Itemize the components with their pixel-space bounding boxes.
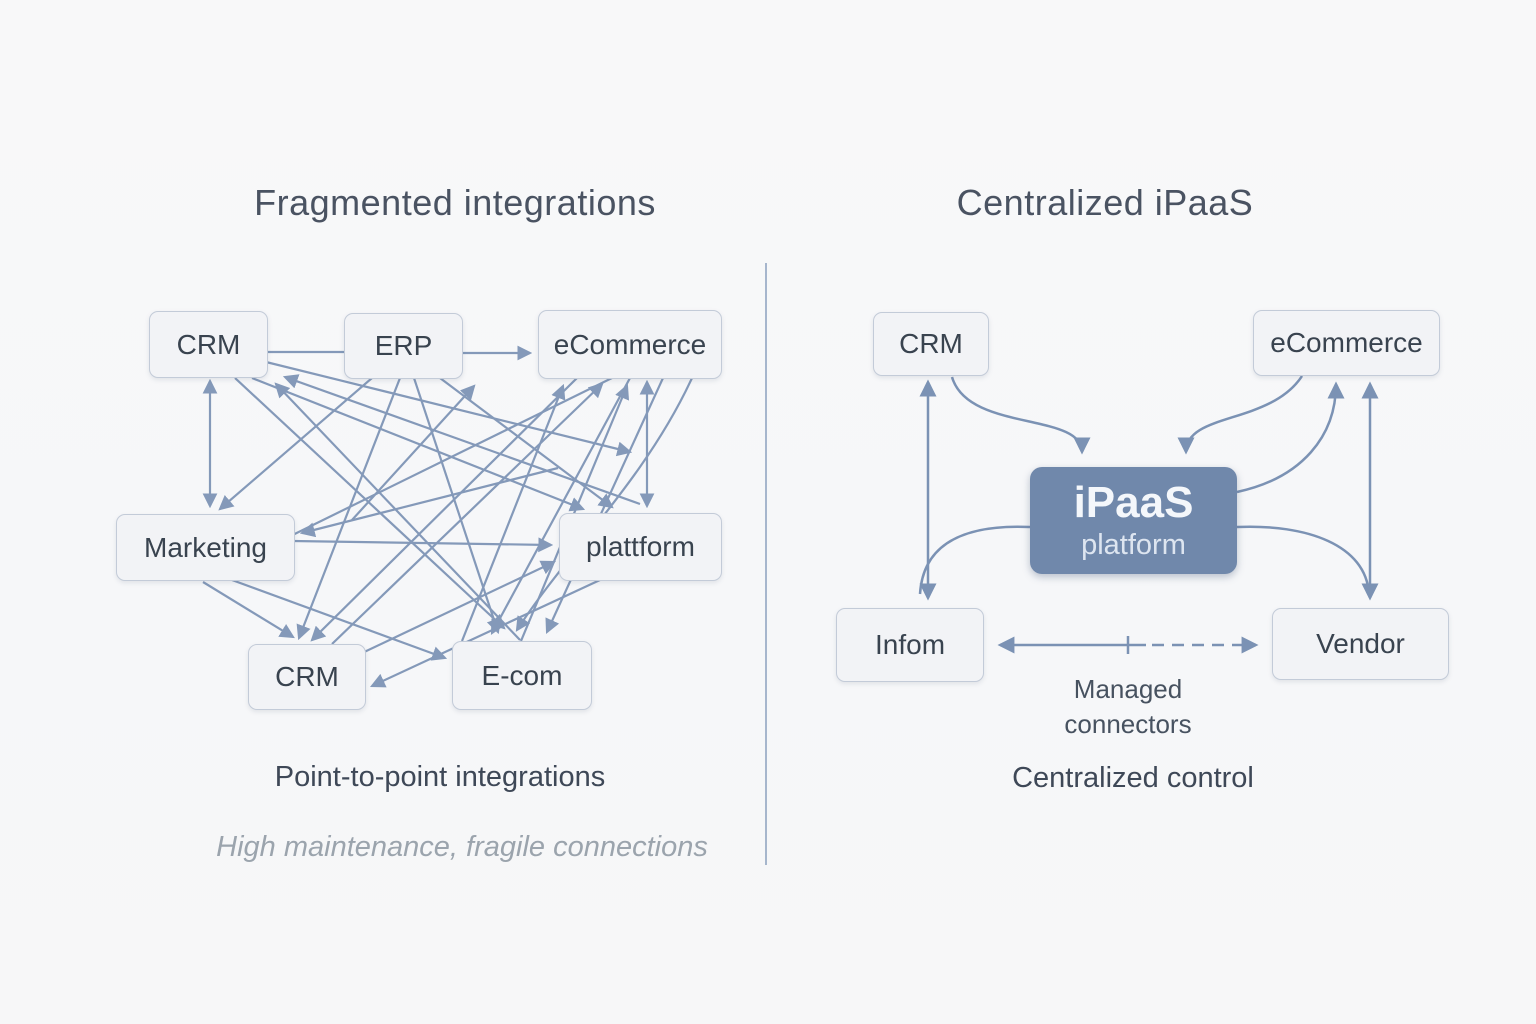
right-panel-caption: Centralized control bbox=[1012, 762, 1254, 794]
node-crm-bottom-left: CRM bbox=[248, 644, 366, 710]
left-panel-caption: Point-to-point integrations bbox=[274, 761, 606, 793]
node-crm-right: CRM bbox=[873, 312, 989, 376]
node-ipaas-platform: iPaaS platform bbox=[1030, 467, 1237, 574]
node-vendor: Vendor bbox=[1272, 608, 1449, 680]
left-panel-title: Fragmented integrations bbox=[254, 182, 656, 223]
node-infom: Infom bbox=[836, 608, 984, 682]
panel-divider bbox=[765, 263, 767, 865]
right-panel-title: Centralized iPaaS bbox=[956, 182, 1254, 223]
node-erp: ERP bbox=[344, 313, 463, 379]
right-hub-edges bbox=[918, 375, 1379, 654]
managed-connectors-label: Managed connectors bbox=[1064, 674, 1192, 740]
node-crm-top-left: CRM bbox=[149, 311, 268, 378]
node-marketing: Marketing bbox=[116, 514, 295, 581]
node-ecom: E-com bbox=[452, 641, 592, 710]
ipaas-title: iPaaS bbox=[1073, 478, 1194, 528]
ipaas-subtitle: platform bbox=[1081, 528, 1186, 561]
left-tangle-edges bbox=[202, 345, 693, 688]
node-ecommerce-left: eCommerce bbox=[538, 310, 722, 379]
node-ecommerce-right: eCommerce bbox=[1253, 310, 1440, 376]
left-panel-subcaption: High maintenance, fragile connections bbox=[216, 831, 708, 863]
node-platform: plattform bbox=[559, 513, 722, 581]
